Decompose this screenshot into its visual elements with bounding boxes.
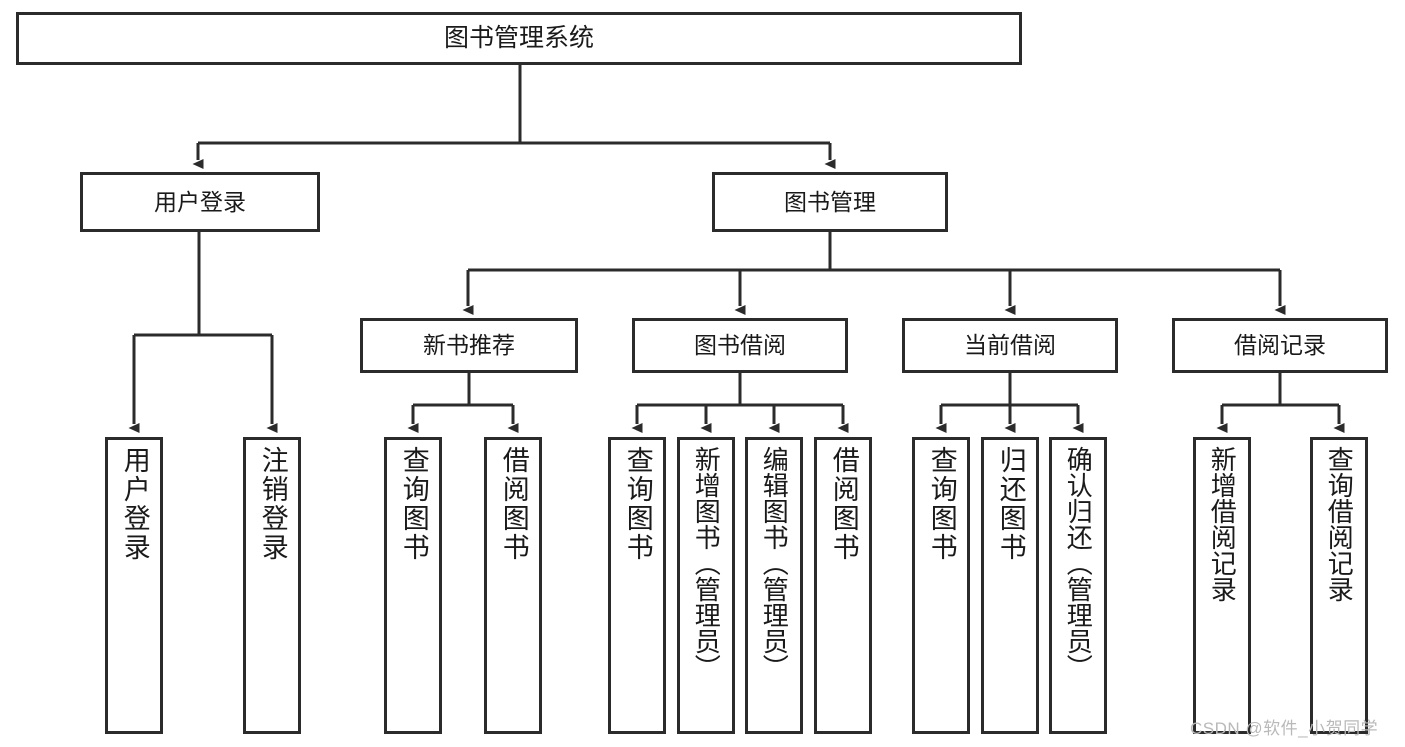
node-leaf-borrow-book-recommend[interactable]: 借阅图书 (484, 437, 542, 734)
node-current-borrow[interactable]: 当前借阅 (902, 318, 1118, 373)
node-label: 借阅记录 (1234, 332, 1326, 359)
node-label: 图书管理 (784, 188, 876, 215)
node-leaf-return-book[interactable]: 归还图书 (981, 437, 1039, 734)
node-label: 当前借阅 (964, 332, 1056, 359)
node-label: 查询图书 (926, 446, 957, 562)
node-label: 借阅图书 (828, 446, 859, 562)
node-user-login[interactable]: 用户登录 (80, 172, 320, 232)
node-label: 确认归还（管理员） (1063, 446, 1094, 680)
node-borrow-record[interactable]: 借阅记录 (1172, 318, 1388, 373)
node-new-book-recommend[interactable]: 新书推荐 (360, 318, 578, 373)
node-leaf-logout[interactable]: 注销登录 (243, 437, 301, 734)
node-label: 用户登录 (119, 446, 150, 562)
node-label: 图书借阅 (694, 332, 786, 359)
node-root-book-management-system[interactable]: 图书管理系统 (16, 12, 1022, 65)
node-leaf-query-book-borrow[interactable]: 查询图书 (608, 437, 666, 734)
node-leaf-borrow-book[interactable]: 借阅图书 (814, 437, 872, 734)
node-label: 新增图书（管理员） (691, 446, 722, 680)
node-label: 查询图书 (622, 446, 653, 562)
node-leaf-query-book-current[interactable]: 查询图书 (912, 437, 970, 734)
node-leaf-add-borrow-record[interactable]: 新增借阅记录 (1193, 437, 1251, 734)
node-label: 新书推荐 (423, 332, 515, 359)
node-leaf-user-login[interactable]: 用户登录 (105, 437, 163, 734)
node-label: 借阅图书 (498, 446, 529, 562)
node-book-management[interactable]: 图书管理 (712, 172, 948, 232)
node-leaf-query-borrow-record[interactable]: 查询借阅记录 (1310, 437, 1368, 734)
node-label: 注销登录 (257, 446, 288, 562)
node-leaf-edit-book-admin[interactable]: 编辑图书（管理员） (745, 437, 803, 734)
node-label: 查询图书 (398, 446, 429, 562)
node-label: 新增借阅记录 (1207, 446, 1238, 602)
node-label: 查询借阅记录 (1324, 446, 1355, 602)
node-leaf-confirm-return-admin[interactable]: 确认归还（管理员） (1049, 437, 1107, 734)
node-label: 归还图书 (995, 446, 1026, 562)
node-label: 编辑图书（管理员） (759, 446, 790, 680)
node-leaf-add-book-admin[interactable]: 新增图书（管理员） (677, 437, 735, 734)
node-label: 图书管理系统 (443, 24, 594, 53)
node-book-borrow[interactable]: 图书借阅 (632, 318, 848, 373)
node-label: 用户登录 (154, 188, 246, 215)
node-leaf-query-book-recommend[interactable]: 查询图书 (384, 437, 442, 734)
